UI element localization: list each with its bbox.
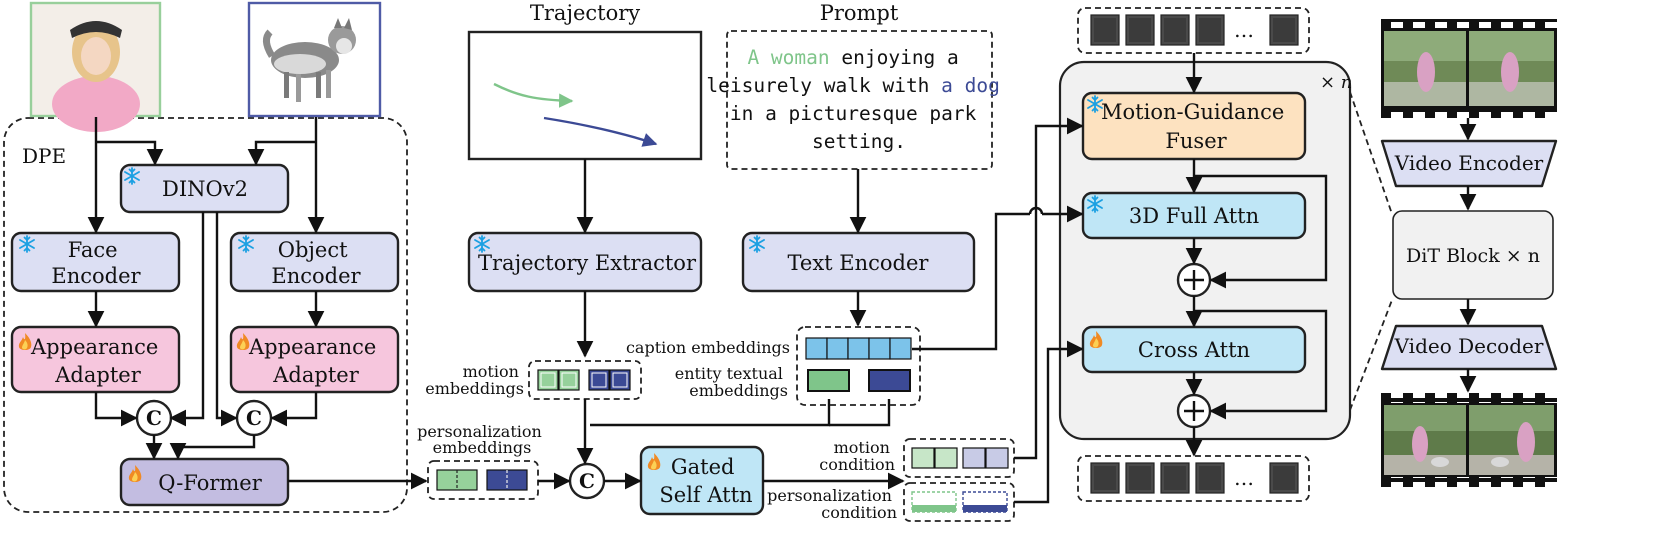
times-n-label: × n — [1320, 72, 1352, 93]
prompt-title: Prompt — [820, 1, 899, 25]
dit-block-label: DiT Block × n — [1406, 245, 1540, 267]
appearance-adapter-face-box: Appearance Adapter — [10, 325, 181, 394]
latent-token-icon — [1125, 14, 1155, 46]
video-decoder-box: Video Decoder — [1380, 324, 1558, 371]
full-attn-3d-label: 3D Full Attn — [1129, 204, 1259, 228]
motion-embeddings-label: motion embeddings — [425, 362, 524, 398]
latent-token-icon — [1090, 14, 1120, 46]
trajectory-extractor-label: Trajectory Extractor — [478, 251, 697, 275]
entity-textual-embeddings-tokens — [807, 369, 911, 392]
personalization-condition-tokens — [903, 482, 1015, 522]
concat-icon: C — [246, 406, 262, 430]
personalization-condition-label: personalization condition — [767, 486, 897, 522]
full-attn-3d-box: 3D Full Attn — [1081, 191, 1307, 240]
latent-token-icon — [1195, 462, 1225, 494]
motion-condition-tokens — [903, 438, 1015, 478]
woman-reference-image — [29, 1, 162, 132]
conditioning-arrows — [912, 117, 1084, 504]
film-strip-icon-output — [1381, 393, 1557, 487]
appearance-adapter-label: Appearance Adapter — [30, 335, 165, 387]
personalization-embeddings-tokens — [427, 460, 539, 500]
prompt-text: A woman enjoying a leisurely walk with a… — [706, 46, 1011, 153]
dpe-region — [3, 117, 408, 513]
video-encoder-box: Video Encoder — [1380, 139, 1558, 188]
arrow-entity-blue-to-concat — [829, 399, 891, 427]
dinov2-label: DINOv2 — [162, 177, 248, 201]
cross-attn-label: Cross Attn — [1138, 338, 1250, 362]
q-former-label: Q-Former — [158, 471, 263, 495]
latent-token-icon — [1269, 14, 1299, 46]
concat-icon: C — [579, 469, 595, 493]
cross-attn-box: Cross Attn — [1081, 325, 1307, 374]
text-encoder-label: Text Encoder — [788, 251, 930, 275]
face-encoder-label: Face Encoder — [51, 238, 141, 288]
text-encoder-box: Text Encoder — [741, 231, 976, 293]
trajectory-canvas — [467, 30, 703, 161]
latent-token-icon — [1160, 462, 1190, 494]
object-encoder-box: Object Encoder — [229, 231, 400, 293]
concat-icon: C — [146, 406, 162, 430]
add-node-1 — [1176, 262, 1212, 298]
latent-token-icon — [1125, 462, 1155, 494]
personalization-embeddings-label: personalization embeddings — [417, 422, 547, 457]
trajectory-extractor-box: Trajectory Extractor — [467, 231, 703, 293]
trajectory-title: Trajectory — [530, 1, 640, 25]
latent-token-icon — [1090, 462, 1120, 494]
arrow-entity-green-to-concat — [590, 399, 831, 427]
entity-textual-embeddings-label: entity textual embeddings — [675, 364, 788, 400]
concat-node-center: C — [568, 462, 606, 500]
text-embeddings-group — [796, 326, 921, 406]
appearance-adapter-label: Appearance Adapter — [248, 335, 383, 387]
dpe-label: DPE — [22, 144, 66, 168]
motion-embeddings-tokens — [528, 360, 642, 400]
motion-condition-label: motion condition — [819, 438, 895, 474]
appearance-adapter-object-box: Appearance Adapter — [229, 325, 400, 394]
caption-embeddings-label: caption embeddings — [626, 338, 790, 357]
concat-node-right: C — [235, 399, 273, 437]
video-encoder-label: Video Encoder — [1394, 151, 1544, 175]
dit-block-box: DiT Block × n — [1392, 210, 1554, 300]
caption-embeddings-tokens — [805, 337, 912, 360]
zoom-line-top — [1349, 91, 1393, 215]
face-encoder-box: Face Encoder — [10, 231, 181, 293]
motion-guidance-fuser-box: Motion-Guidance Fuser — [1081, 91, 1307, 161]
q-former-box: Q-Former — [119, 457, 290, 507]
ellipsis: … — [1234, 466, 1254, 490]
input-latent-tokens: … — [1077, 7, 1310, 54]
gated-self-attn-label: Gated Self Attn — [659, 455, 752, 507]
prompt-text-box: A woman enjoying a leisurely walk with a… — [706, 30, 1011, 170]
dog-reference-image — [247, 1, 382, 118]
add-node-2 — [1176, 393, 1212, 429]
ellipsis: … — [1234, 18, 1254, 42]
latent-token-icon — [1160, 14, 1190, 46]
dinov2-box: DINOv2 — [119, 163, 290, 214]
output-latent-tokens: … — [1077, 455, 1310, 502]
latent-token-icon — [1269, 462, 1299, 494]
dit-internal-arrows — [1185, 53, 1328, 457]
object-encoder-label: Object Encoder — [271, 238, 361, 288]
concat-node-left: C — [135, 399, 173, 437]
latent-token-icon — [1195, 14, 1225, 46]
motion-guidance-fuser-label: Motion-Guidance Fuser — [1101, 100, 1291, 153]
film-strip-icon-input — [1381, 19, 1557, 118]
dpe-arrows — [87, 117, 428, 490]
gated-self-attn-box: Gated Self Attn — [639, 445, 765, 516]
video-decoder-label: Video Decoder — [1394, 334, 1544, 358]
